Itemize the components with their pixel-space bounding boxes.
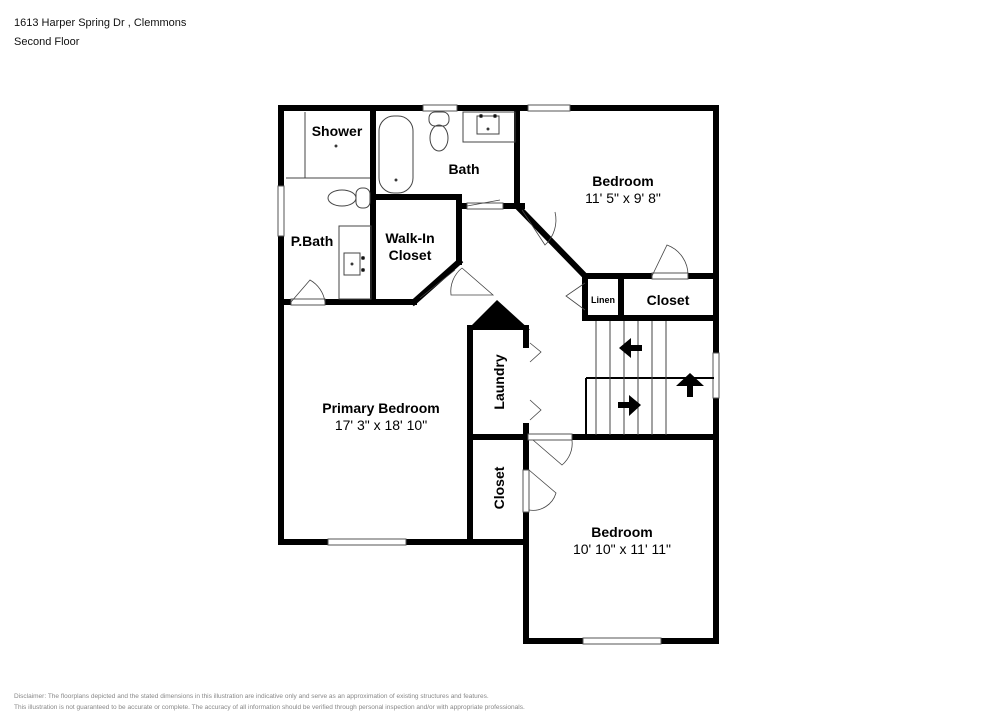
disclaimer-line-2: This illustration is not guaranteed to b… bbox=[14, 704, 525, 711]
room-label-bedroom-ne: Bedroom bbox=[592, 173, 653, 189]
arrow-right-icon bbox=[618, 395, 641, 416]
arrow-up-icon bbox=[676, 373, 704, 397]
room-label-closet-ne: Closet bbox=[647, 292, 690, 308]
room-label-shower: Shower bbox=[312, 123, 363, 139]
windows bbox=[277, 104, 720, 645]
chase-block bbox=[467, 300, 530, 330]
room-label-linen: Linen bbox=[591, 295, 615, 305]
disclaimer-line-1: Disclaimer: The floorplans depicted and … bbox=[14, 693, 489, 700]
room-label-bedroom-se: Bedroom bbox=[591, 524, 652, 540]
room-label-primary-bedroom: Primary Bedroom bbox=[322, 400, 439, 416]
disclaimer: Disclaimer: The floorplans depicted and … bbox=[14, 691, 525, 713]
address-text: 1613 Harper Spring Dr , Clemmons bbox=[14, 17, 187, 29]
arrow-left-icon bbox=[619, 338, 642, 358]
room-dim-bedroom-se: 10' 10" x 11' 11" bbox=[573, 541, 671, 557]
room-label-pbath: P.Bath bbox=[291, 233, 334, 249]
room-dim-primary-bedroom: 17' 3" x 18' 10" bbox=[335, 417, 427, 433]
room-label-walkin-1: Walk-In bbox=[385, 230, 434, 246]
room-label-bath: Bath bbox=[448, 161, 479, 177]
room-label-walkin-2: Closet bbox=[389, 247, 432, 263]
room-label-closet-s: Closet bbox=[491, 466, 507, 509]
plan-header: 1613 Harper Spring Dr , Clemmons Second … bbox=[14, 14, 186, 52]
doors bbox=[290, 199, 689, 511]
floor-label: Second Floor bbox=[14, 36, 80, 48]
room-label-laundry: Laundry bbox=[491, 354, 507, 409]
room-dim-bedroom-ne: 11' 5" x 9' 8" bbox=[585, 190, 661, 206]
stair-arrows bbox=[618, 338, 704, 416]
